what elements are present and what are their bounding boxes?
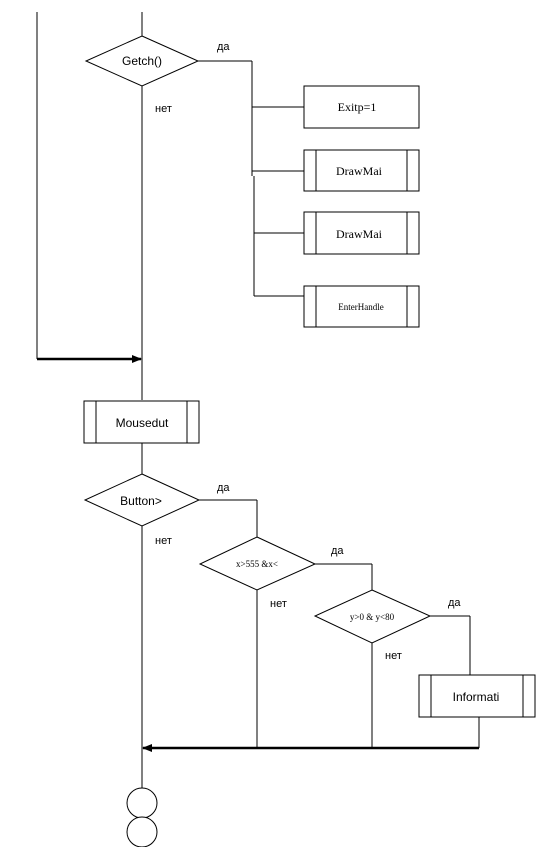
subroutine-label: Informati [453, 690, 500, 704]
subroutine-box [303, 211, 420, 255]
subroutine-box [83, 400, 200, 444]
no-label: нет [385, 650, 402, 662]
subroutine-label: Mousedut [116, 416, 169, 430]
connector-circle-top [126, 787, 158, 819]
decision-diamond-shape [198, 536, 317, 591]
connector-circle-bottom [126, 816, 158, 847]
process-exitp: Exitp=1 [303, 85, 420, 129]
subroutine-informati: Informati [418, 674, 536, 718]
decision-label: x>555 &x< [236, 559, 278, 569]
subroutine-drawmai-2: DrawMai [303, 211, 420, 255]
process-label: Exitp=1 [338, 100, 377, 114]
yes-label: да [217, 41, 230, 53]
yes-label: да [331, 545, 344, 557]
subroutine-enterhandle: EnterHandle [303, 285, 420, 328]
connector-lines [36, 12, 480, 788]
no-label: нет [270, 598, 287, 610]
decision-diamond-shape [313, 589, 432, 644]
decision-diamond-shape [84, 35, 200, 87]
decision-x-range: x>555 &x< да нет [198, 536, 344, 610]
yes-label: да [217, 482, 230, 494]
decision-label: y>0 & y<80 [350, 612, 395, 622]
decision-button: Button> да нет [83, 473, 230, 547]
decision-label: Getch() [122, 54, 162, 68]
decision-diamond-shape [83, 473, 201, 527]
subroutine-box [303, 149, 420, 192]
decision-y-range: y>0 & y<80 да нет [313, 589, 461, 662]
subroutine-mousedut: Mousedut [83, 400, 200, 444]
yes-label: да [448, 597, 461, 609]
subroutine-label: DrawMai [336, 164, 383, 178]
process-box [303, 85, 420, 129]
subroutine-drawmai-1: DrawMai [303, 149, 420, 192]
subroutine-label: DrawMai [336, 227, 383, 241]
subroutine-box [303, 285, 420, 328]
no-label: нет [155, 535, 172, 547]
subroutine-box [418, 674, 536, 718]
no-label: нет [155, 103, 172, 115]
subroutine-label: EnterHandle [338, 302, 383, 312]
decision-label: Button> [120, 494, 162, 508]
decision-getch: Getch() да нет [84, 35, 230, 115]
